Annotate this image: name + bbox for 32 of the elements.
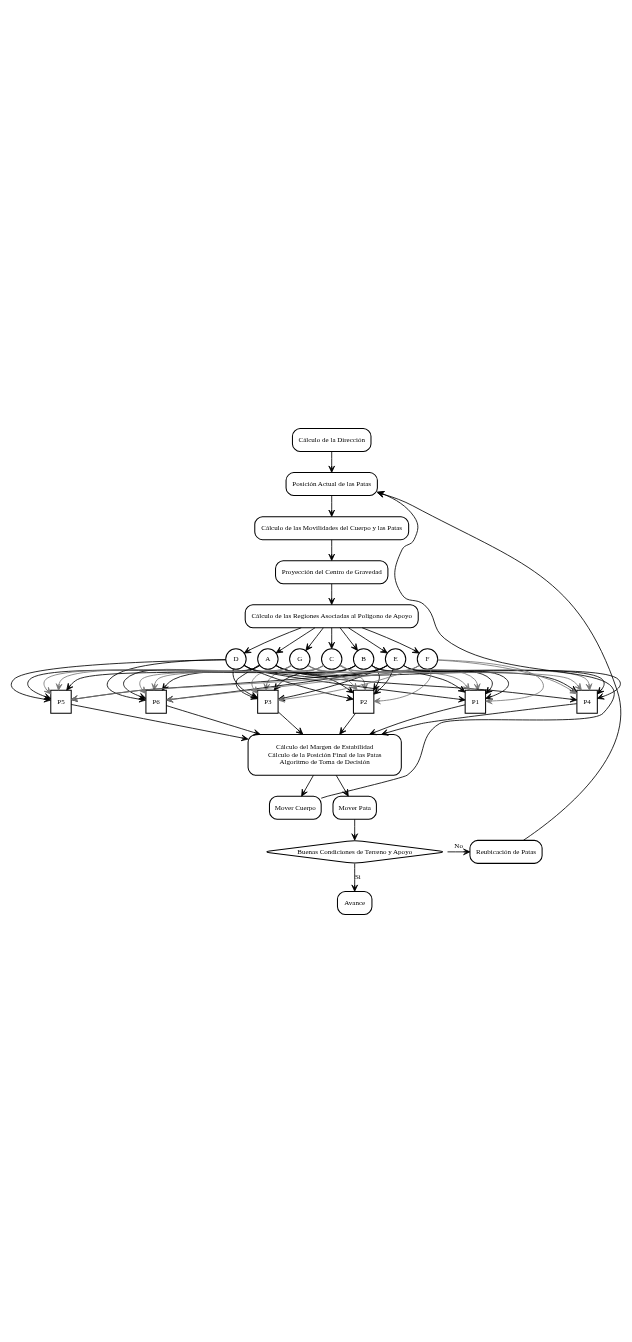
arrow xyxy=(70,703,249,741)
arrow xyxy=(328,538,335,561)
arrow xyxy=(361,626,420,653)
arrow xyxy=(166,704,261,736)
arrow xyxy=(403,664,621,700)
arrow xyxy=(339,663,368,691)
arrow xyxy=(371,664,380,691)
arrow xyxy=(373,668,394,695)
arrow xyxy=(301,774,314,797)
arrow xyxy=(328,582,335,605)
arrow xyxy=(275,626,316,653)
arrow xyxy=(328,494,335,517)
arrow xyxy=(339,626,358,651)
arrow xyxy=(328,450,335,473)
arrow xyxy=(307,664,358,691)
arrow xyxy=(307,664,471,691)
arrow xyxy=(437,658,544,704)
arrow xyxy=(351,862,358,892)
arrow xyxy=(305,626,324,651)
arrow xyxy=(373,668,432,704)
arrow xyxy=(381,702,578,736)
arrow xyxy=(277,711,304,735)
arrow xyxy=(369,703,466,735)
arrow xyxy=(351,818,358,841)
arrow xyxy=(371,664,493,694)
arrow xyxy=(335,774,349,797)
arrow xyxy=(339,664,481,691)
arrow xyxy=(328,626,335,649)
arrow xyxy=(348,626,388,653)
arrow xyxy=(447,848,471,855)
arrow xyxy=(243,626,302,653)
arrow xyxy=(339,712,356,735)
